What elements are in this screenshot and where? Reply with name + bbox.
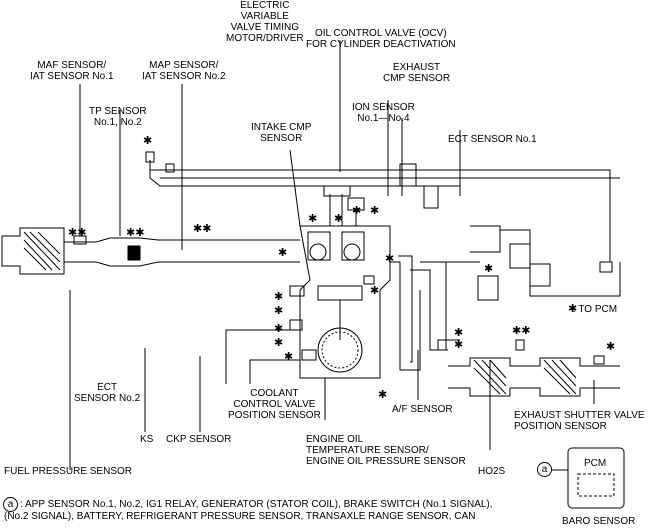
ckp-sensor-label: CKP SENSOR [166,434,232,445]
svg-text:✱: ✱ [370,204,379,217]
to-pcm-label: : TO PCM [573,304,618,315]
svg-text:✱: ✱ [274,336,283,349]
a-marker: a [537,462,552,477]
sensor-leaders [69,40,595,470]
footnote-line-1: : APP SENSOR No.1, No.2, IG1 RELAY, GENE… [20,499,493,510]
svg-text:✱✱: ✱✱ [68,226,86,239]
svg-text:✱: ✱ [352,204,361,217]
air-cleaner [1,227,65,275]
engine-oil-label: ENGINE OIL TEMPERATURE SENSOR/ ENGINE OI… [306,434,466,467]
to-pcm-markers: ✱ ✱✱ ✱✱ ✱✱ ✱ ✱ ✱ ✱ ✱ ✱ ✱ ✱ ✱ ✱ ✱ ✱ ✱ ✱ ✱… [68,134,615,401]
footnote-a-marker: a [3,497,18,512]
svg-text:✱: ✱ [606,340,615,353]
footnote-line-2: (No.2 SIGNAL), BATTERY, REFRIGERANT PRES… [4,511,476,522]
coolant-valve-label: COOLANT CONTROL VALVE POSITION SENSOR [228,388,321,421]
pcm-label: PCM [584,458,607,469]
maf-sensor-label: MAF SENSOR/ IAT SENSOR No.1 [30,60,114,82]
svg-text:✱: ✱ [385,252,394,265]
harness-lines [79,84,620,262]
ocv-label: OIL CONTROL VALVE (OCV) FOR CYLINDER DEA… [306,28,456,50]
ks-label: KS [140,434,154,445]
af-sensor-label: A/F SENSOR [392,404,453,415]
ect-sensor-2-label: ECT SENSOR No.2 [74,382,141,404]
egr-section [470,225,621,301]
svg-text:✱: ✱ [484,262,493,275]
evvt-label: ELECTRIC VARIABLE VALVE TIMING MOTOR/DRI… [226,0,304,44]
pcm-inner [577,473,615,497]
tp-sensor-label: TP SENSOR No.1, No.2 [89,106,147,128]
exhaust-pipe [437,339,620,397]
exhaust-shutter-label: EXHAUST SHUTTER VALVE POSITION SENSOR [514,410,645,432]
engine-block [289,163,439,379]
ect-sensor-1-label: ECT SENSOR No.1 [448,134,537,145]
svg-text:✱✱: ✱✱ [126,226,144,239]
svg-text:✱: ✱ [274,322,283,335]
svg-text:✱: ✱ [454,326,463,339]
map-sensor-label: MAP SENSOR/ IAT SENSOR No.2 [142,60,226,82]
fuel-pressure-label: FUEL PRESSURE SENSOR [4,466,132,477]
svg-text:✱: ✱ [278,246,287,259]
svg-text:✱: ✱ [143,134,152,147]
svg-text:✱: ✱ [308,212,317,225]
intake-cmp-label: INTAKE CMP SENSOR [251,122,312,144]
ho2s-label: HO2S [478,466,506,477]
svg-text:✱: ✱ [378,388,387,401]
pcm-box [567,447,625,509]
svg-text:✱: ✱ [274,290,283,303]
exhaust-cmp-label: EXHAUST CMP SENSOR [383,62,451,84]
svg-text:✱: ✱ [370,284,379,297]
exhaust-manifold [390,255,480,371]
baro-sensor-label: BARO SENSOR [562,516,636,527]
svg-text:✱✱: ✱✱ [193,222,211,235]
svg-text:✱: ✱ [334,212,343,225]
svg-text:✱✱: ✱✱ [512,324,530,337]
svg-text:✱: ✱ [284,350,293,363]
svg-text:✱: ✱ [454,338,463,351]
svg-text:✱: ✱ [568,302,577,315]
ion-sensor-label: ION SENSOR No.1—No.4 [352,102,415,124]
svg-text:✱: ✱ [274,304,283,317]
